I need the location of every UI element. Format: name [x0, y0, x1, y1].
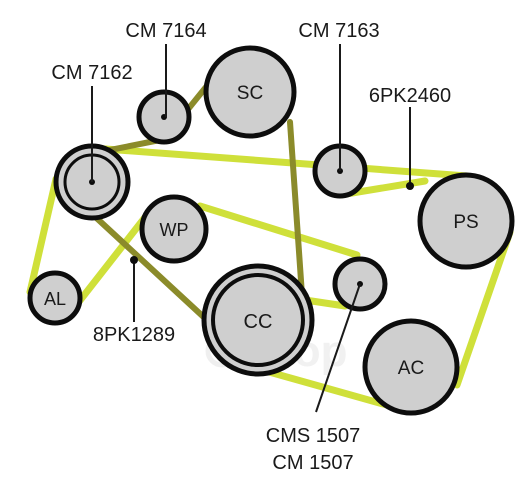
leader-lines	[91, 44, 411, 413]
pulley-sc: SC	[203, 45, 297, 139]
pulley-sc-label: SC	[237, 83, 263, 104]
belt-6pk2460-marker-icon	[406, 182, 414, 190]
callout-cm7163: CM 7163	[298, 20, 379, 42]
pulley-al: AL	[27, 270, 83, 326]
callout-cms1507: CMS 1507	[266, 425, 361, 447]
pulley-ps-label: PS	[453, 212, 478, 233]
belt-segment-cm7162-ps	[88, 144, 471, 180]
pulley-ps: PS	[417, 172, 515, 270]
belt-segment-cm7162-al	[26, 175, 60, 296]
belt-8pk1289-marker-icon	[130, 256, 138, 264]
pulley-cc: CC	[201, 263, 315, 377]
pulley-cc-inner-ring	[211, 273, 305, 367]
belt-segment-cm7162-cc	[87, 209, 225, 337]
callout-cm7164: CM 7164	[125, 20, 206, 42]
leader-cms1507	[315, 283, 361, 413]
pulley-ps-body	[417, 172, 515, 270]
pulley-al-body	[27, 270, 83, 326]
callout-6pk2460: 6PK2460	[369, 85, 451, 107]
belt-segment-cms1507-wp	[196, 202, 361, 259]
pulley-wp: WP	[139, 194, 209, 264]
pulley-ac: AC	[362, 318, 460, 416]
callout-8pk1289: 8PK1289	[93, 324, 175, 346]
callout-cm1507: CM 1507	[272, 452, 353, 474]
pulley-wp-label: WP	[160, 220, 189, 240]
pulley-ac-body	[362, 318, 460, 416]
belt-segment-cc-cms1507	[301, 296, 349, 310]
belt-segment-al-wp	[74, 212, 150, 307]
pulley-cc-label: CC	[244, 311, 273, 333]
belt-segment-ps-ac	[453, 228, 514, 389]
pulley-cc-body	[201, 263, 315, 377]
pulley-sc-body	[203, 45, 297, 139]
pulley-cm7164	[136, 89, 192, 145]
pulley-wp-body	[139, 194, 209, 264]
callout-cm7162: CM 7162	[51, 62, 132, 84]
pulley-al-label: AL	[44, 289, 66, 309]
belt-segment-sc-cc	[287, 119, 305, 298]
pulley-ac-label: AC	[398, 358, 424, 379]
